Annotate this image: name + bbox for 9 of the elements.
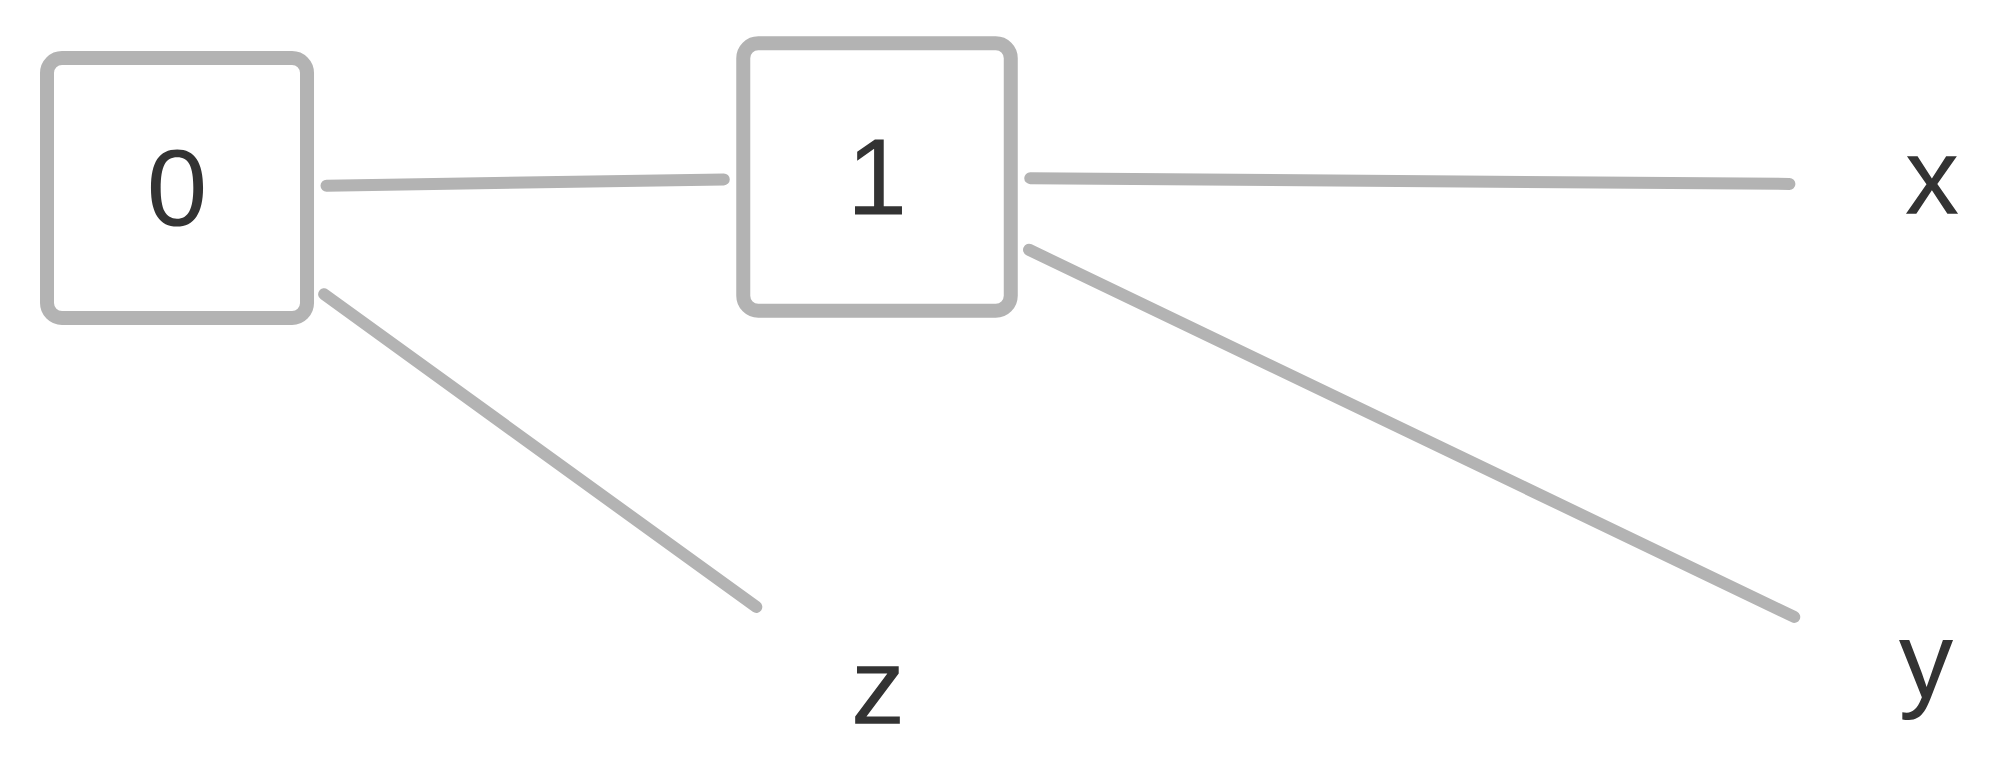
- number-box: 1: [736, 36, 1018, 318]
- connector-line: [320, 173, 730, 192]
- variable-label: y: [1899, 639, 1954, 721]
- connector-line: [1024, 172, 1796, 190]
- variable-label: x: [1906, 156, 1959, 214]
- number-box: 0: [40, 51, 314, 325]
- connector-line: [1023, 243, 1801, 623]
- variable-label: z: [855, 666, 900, 724]
- connector-line: [318, 288, 763, 613]
